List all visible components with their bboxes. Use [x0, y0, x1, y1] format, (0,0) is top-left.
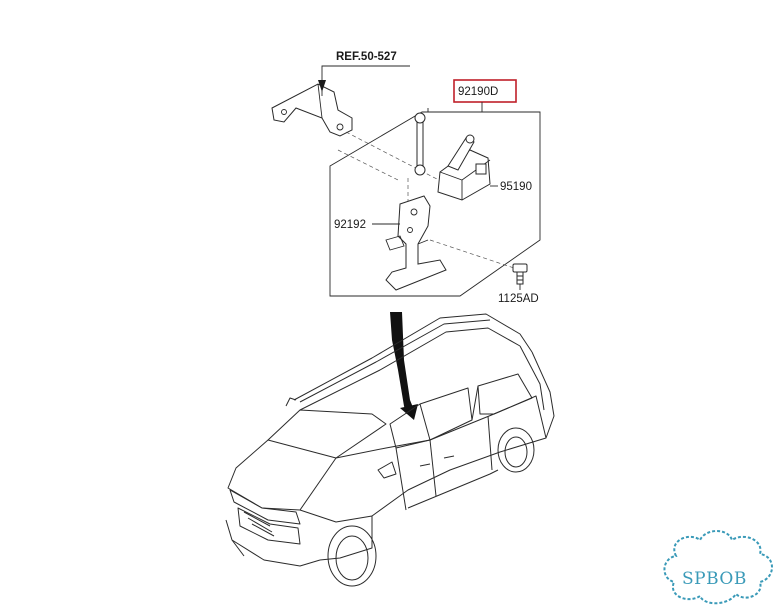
- sensor-bracket-part: [385, 195, 447, 291]
- height-sensor-part: [437, 134, 491, 201]
- bolt-label: 1125AD: [498, 293, 539, 305]
- ref-bracket-part: [271, 83, 353, 137]
- sensor-assembly-leader: [427, 102, 483, 112]
- ref-label: REF.50-527: [336, 51, 397, 63]
- location-arrow: [390, 312, 414, 414]
- sensor-label: 95190: [500, 181, 532, 193]
- location-arrow-head: [400, 404, 418, 420]
- watermark-text: SPBOB: [682, 569, 747, 589]
- projection-line-d: [429, 239, 515, 269]
- detail-frame: [329, 111, 541, 297]
- ref-arrow: [318, 80, 326, 92]
- link-rod-part: [414, 112, 426, 176]
- ref-leader-line: [321, 65, 410, 96]
- watermark-badge: SPBOB: [663, 530, 773, 605]
- projection-line-b: [337, 149, 399, 181]
- bolt-part: [512, 263, 528, 285]
- vehicle-illustration: [225, 313, 555, 587]
- part-number-highlight-box: [453, 79, 517, 103]
- sensor-assembly-label: 92190D: [458, 86, 498, 98]
- bracket-label: 92192: [334, 219, 366, 231]
